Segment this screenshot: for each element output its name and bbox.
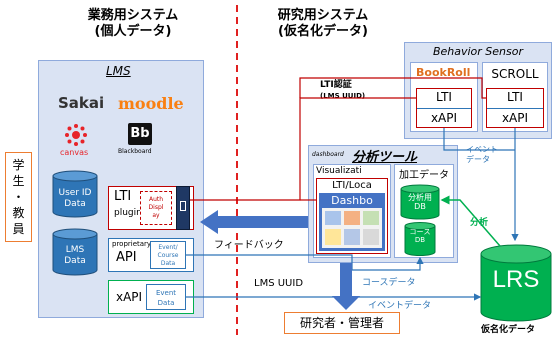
user-id-db-line1: User ID — [58, 188, 92, 198]
scroll-lti-label: LTI — [507, 90, 523, 104]
canvas-logo-icon — [65, 124, 87, 146]
lms-title: LMS — [106, 64, 131, 78]
event-data-vertical-label: イベント データ — [466, 145, 498, 165]
header-business-line2: (個人データ) — [94, 24, 172, 39]
lti-auth-line2: (LMS UUID) — [320, 92, 366, 100]
bookroll-separator — [417, 108, 471, 109]
bookroll-lti-label: LTI — [436, 90, 452, 104]
lti-auth-line-bookroll — [190, 97, 416, 201]
course-db-label: コース DB — [404, 228, 436, 244]
pseudonymized-data-label: 仮名化データ — [481, 325, 536, 335]
course-db-line1: コー — [409, 228, 424, 236]
blackboard-logo-text: Blackboard — [118, 148, 152, 155]
researcher-admin-box: 研究者・管理者 — [284, 312, 400, 334]
proprietary-label: proprietary — [112, 240, 152, 248]
lti-auth-line-scroll — [299, 77, 486, 99]
canvas-logo-text: canvas — [60, 148, 89, 157]
user-id-db-icon — [52, 170, 98, 218]
sakai-logo: Sakai — [58, 94, 105, 112]
event-course-line2: Course — [157, 252, 179, 259]
event-course-line3: Data — [160, 260, 176, 267]
analysis-label: 分析 — [470, 218, 489, 228]
auth-display-line3: ay — [152, 212, 160, 219]
behavior-sensor-title: Behavior Sensor — [432, 45, 524, 58]
header-research-system: 研究用システム (仮名化データ) — [258, 8, 388, 40]
bookroll-logo: BookRoll — [416, 66, 471, 79]
header-research-line1: 研究用システム — [277, 8, 369, 23]
feedback-arrow — [200, 210, 308, 234]
event-data-box: Event Data — [146, 284, 186, 310]
dashboard-label: Dashbo — [331, 194, 373, 207]
bookroll-to-lrs-line — [443, 140, 515, 151]
processed-data-label: 加工データ — [399, 170, 449, 181]
dashboard-thumbnail-icon — [322, 208, 382, 248]
header-business-system: 業務用システム (個人データ) — [68, 8, 198, 40]
lrs-db-icon — [480, 244, 552, 322]
lti-loca-label: LTI/Loca — [332, 180, 372, 191]
lms-db-label: LMS Data — [52, 245, 98, 267]
course-db-line3: DB — [414, 236, 426, 244]
event-data-line1: Event — [155, 289, 177, 297]
analysis-tool-title: 分析ツール — [352, 150, 418, 165]
header-business-line1: 業務用システム — [87, 8, 179, 23]
course-data-label: コースデータ — [362, 278, 416, 288]
event-course-line1: Event/ — [158, 244, 178, 251]
event-course-box: Event/ Course Data — [150, 241, 186, 269]
scroll-separator — [487, 108, 543, 109]
xapi-label: xAPI — [116, 290, 143, 304]
auth-display-line2: Displ — [148, 204, 164, 211]
event-data-label: イベントデータ — [368, 301, 432, 311]
lti-connector-block — [176, 186, 190, 230]
auth-display-box: Auth Displ ay — [140, 191, 172, 225]
analysis-db-line2: DB — [414, 202, 426, 211]
scroll-xapi-label: xAPI — [501, 111, 529, 125]
event-data-v-line2: データ — [466, 155, 490, 164]
lrs-label: LRS — [492, 266, 540, 293]
scroll-label: SCROLL — [491, 67, 539, 81]
course-db-icon — [404, 222, 436, 256]
lti-plugin-sub: plugin — [114, 208, 142, 218]
student-char-5: 員 — [12, 222, 25, 236]
lti-connector-mark — [180, 201, 186, 211]
lms-db-line1: LMS — [65, 245, 85, 255]
analysis-db-label: 分析用 DB — [400, 193, 440, 211]
analysis-db-icon — [400, 184, 440, 220]
user-id-db-line2: Data — [64, 199, 86, 209]
lti-auth-line1: LTI認証 — [320, 80, 352, 90]
user-id-db-label: User ID Data — [52, 188, 98, 210]
student-teacher-box: 学 生 ・ 教 員 — [5, 152, 32, 242]
student-char-2: 生 — [12, 174, 25, 188]
dashboard-small-label: dashboard — [312, 151, 344, 158]
lms-db-line2: Data — [64, 256, 86, 266]
analysis-arrow — [440, 195, 501, 247]
lti-plugin-title: LTI — [114, 189, 132, 204]
analysis-db-line1: 分析用 — [408, 193, 432, 202]
feedback-label: フィードバック — [214, 240, 284, 251]
blackboard-logo-icon: Bb — [128, 123, 152, 145]
course-db-line2: ス — [423, 228, 431, 236]
visualization-label: Visualizati — [316, 166, 362, 176]
student-char-4: 教 — [12, 206, 25, 220]
bookroll-xapi-label: xAPI — [430, 111, 458, 125]
moodle-logo: moodle — [118, 94, 184, 113]
student-char-3: ・ — [12, 190, 25, 204]
student-char-1: 学 — [12, 158, 25, 172]
api-label: API — [116, 250, 137, 265]
lms-db-icon — [52, 228, 98, 276]
event-data-line2: Data — [157, 299, 175, 307]
header-research-line2: (仮名化データ) — [278, 24, 368, 39]
event-data-v-line1: イベント — [466, 145, 498, 154]
course-data-arrow — [351, 256, 424, 271]
course-data-line — [186, 254, 353, 262]
auth-display-line1: Auth — [148, 196, 164, 203]
lti-auth-label: LTI認証 (LMS UUID) — [320, 80, 365, 102]
lms-uuid-label: LMS UUID — [254, 278, 304, 289]
researcher-down-arrow — [332, 263, 360, 310]
